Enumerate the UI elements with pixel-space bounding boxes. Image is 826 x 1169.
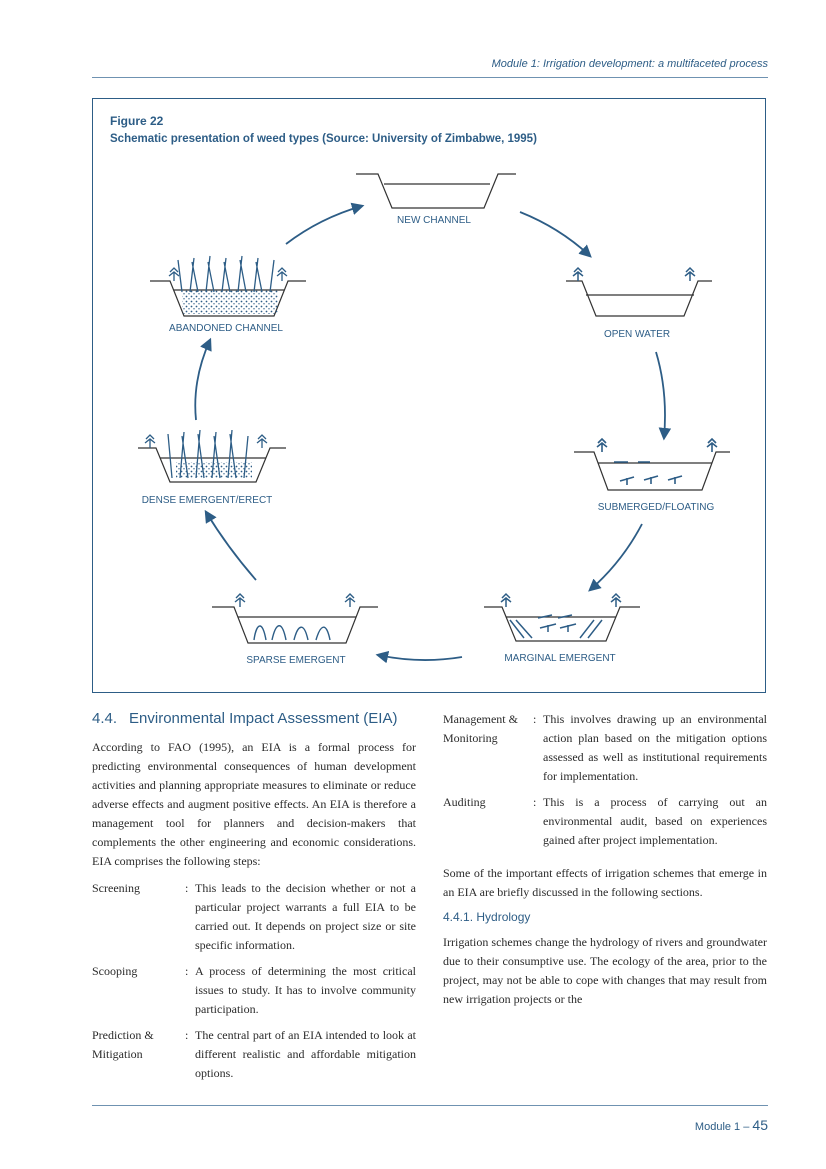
step-colon: : — [185, 881, 189, 895]
step-term: Management & Monitoring — [443, 712, 518, 745]
submerged-sketch — [574, 451, 730, 491]
step-item: Management & Monitoring : This involves … — [443, 710, 767, 786]
subsection-text: Irrigation schemes change the hydrology … — [443, 935, 767, 1006]
sparse-weed-icon — [234, 593, 356, 641]
step-desc: This is a process of carrying out an env… — [543, 795, 767, 847]
marginal-weed-icon — [500, 592, 622, 639]
step-item: Auditing : This is a process of carrying… — [443, 793, 767, 850]
step-desc: The central part of an EIA intended to l… — [195, 1028, 416, 1080]
running-header: Module 1: Irrigation development: a mult… — [491, 58, 768, 70]
page-footer: Module 1 – 45 — [695, 1117, 768, 1133]
step-colon: : — [185, 1028, 189, 1042]
step-term: Prediction & Mitigation — [92, 1028, 154, 1061]
stage-label-abandoned: ABANDONED CHANNEL — [169, 323, 283, 334]
step-colon: : — [533, 712, 537, 726]
step-colon: : — [185, 964, 189, 978]
new-channel-sketch — [356, 173, 516, 209]
step-term: Screening — [92, 881, 140, 895]
sparse-sketch — [212, 606, 378, 644]
stage-label-dense: DENSE EMERGENT/ERECT — [142, 495, 273, 506]
cycle-arrows — [194, 202, 672, 664]
section-closing: Some of the important effects of irrigat… — [443, 866, 767, 899]
step-term: Scooping — [92, 964, 138, 978]
stage-label-submerged: SUBMERGED/FLOATING — [598, 502, 715, 513]
left-column: 4.4. Environmental Impact Assessment (EIA… — [92, 710, 416, 1090]
step-item: Prediction & Mitigation : The central pa… — [92, 1026, 416, 1083]
header-rule — [92, 77, 768, 78]
section-number: 4.4. — [92, 710, 118, 727]
footer-label: Module 1 – — [694, 1121, 750, 1133]
abandoned-sediment — [182, 290, 278, 314]
eia-steps-list-continued: Management & Monitoring : This involves … — [443, 710, 767, 850]
stage-label-new-channel: NEW CHANNEL — [397, 215, 471, 226]
step-desc: This leads to the decision whether or no… — [195, 881, 416, 952]
stage-label-sparse: SPARSE EMERGENT — [246, 655, 345, 666]
stage-label-open-water: OPEN WATER — [604, 329, 670, 340]
open-water-plant-icon — [572, 266, 696, 281]
step-colon: : — [533, 795, 537, 809]
step-item: Scooping : A process of determining the … — [92, 962, 416, 1019]
marginal-sketch — [484, 606, 640, 642]
floating-weed-icon — [596, 437, 718, 485]
figure-caption: Schematic presentation of weed types (So… — [110, 133, 537, 145]
section-title: Environmental Impact Assessment (EIA) — [129, 710, 398, 727]
eia-steps-list: Screening : This leads to the decision w… — [92, 879, 416, 1083]
section-heading: 4.4. Environmental Impact Assessment (EIA… — [92, 710, 416, 727]
dense-sketch — [138, 447, 286, 483]
open-water-sketch — [566, 280, 712, 317]
figure-frame — [92, 98, 766, 693]
subsection-heading: 4.4.1. Hydrology — [443, 910, 531, 924]
right-column: Management & Monitoring : This involves … — [443, 710, 767, 1017]
step-desc: This involves drawing up an environmenta… — [543, 712, 767, 783]
dense-weed-icon — [144, 429, 268, 479]
step-item: Screening : This leads to the decision w… — [92, 879, 416, 955]
figure-number: Figure 22 — [110, 114, 164, 128]
abandoned-weed-icon — [168, 255, 288, 293]
page-number: 45 — [752, 1117, 768, 1133]
weed-cycle-diagram: NEW CHANNEL OPEN WATER SUBMERGED/FLOATIN… — [138, 173, 730, 666]
step-desc: A process of determining the most critic… — [195, 964, 416, 1016]
step-term: Auditing — [443, 795, 486, 809]
stage-label-marginal: MARGINAL EMERGENT — [504, 653, 615, 664]
footer-rule — [92, 1105, 768, 1106]
dense-sediment — [176, 462, 252, 478]
section-intro: According to FAO (1995), an EIA is a for… — [92, 740, 416, 868]
